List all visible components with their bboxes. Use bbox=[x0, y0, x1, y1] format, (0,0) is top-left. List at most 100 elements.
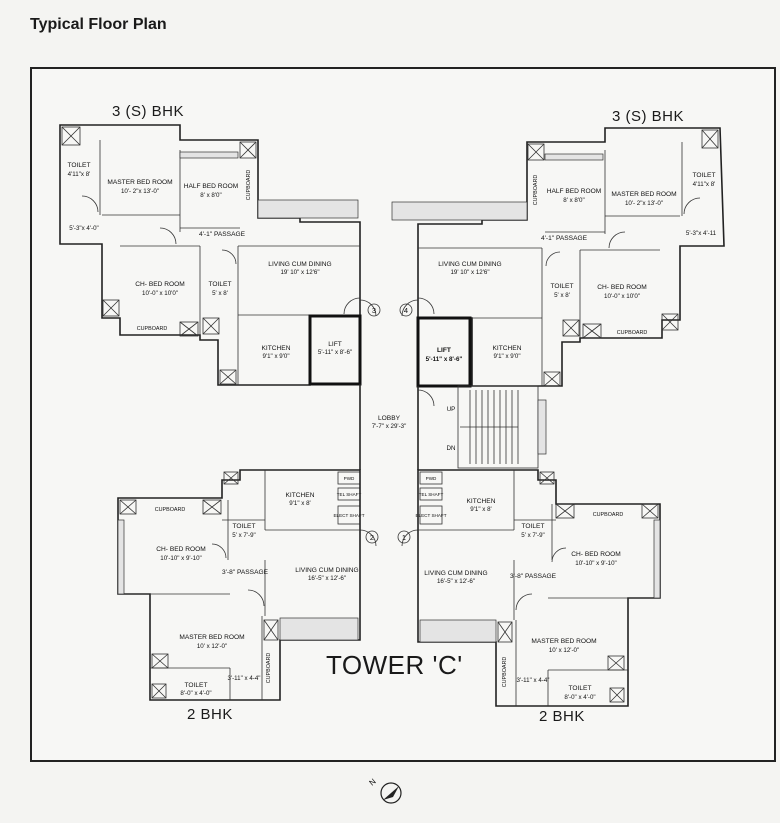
shaft-label: TEL SHAFT bbox=[419, 492, 444, 497]
room-dim: 5'-3"x 4'-11 bbox=[686, 230, 717, 237]
shaft-label: PWD bbox=[344, 476, 355, 481]
room-dim: 10'-0" x 10'0" bbox=[142, 290, 178, 297]
shaft-label: ELECT SHAFT bbox=[415, 513, 446, 518]
stair-up-label: UP bbox=[447, 406, 456, 413]
unit-bottom-left: CUPBOARD KITCHEN 9'1" x 8' TOILET 5' x 7… bbox=[117, 469, 361, 701]
room-label: TOILET bbox=[693, 172, 716, 179]
lift-label: LIFT bbox=[328, 341, 342, 348]
cupboard-label: CUPBOARD bbox=[155, 507, 186, 513]
room-dim: 10'- 2"x 13'-0" bbox=[625, 200, 663, 207]
room-dim: 10'-10" x 9'-10" bbox=[575, 560, 617, 567]
room-label: KITCHEN bbox=[493, 345, 522, 352]
room-label: HALF BED ROOM bbox=[184, 183, 239, 190]
room-label: LIVING CUM DINING bbox=[438, 261, 501, 268]
room-dim: 8'-0" x 4'-0" bbox=[564, 694, 595, 701]
room-label: 4'-1" PASSAGE bbox=[541, 235, 588, 242]
lobby-label: LOBBY bbox=[378, 415, 401, 422]
room-label: KITCHEN bbox=[286, 492, 315, 499]
room-dim: 9'1" x 8' bbox=[470, 506, 491, 513]
room-label: TOILET bbox=[522, 523, 545, 530]
room-label: 3'-8" PASSAGE bbox=[222, 569, 269, 576]
lift-label: LIFT bbox=[437, 347, 451, 354]
room-label: MASTER BED ROOM bbox=[611, 191, 676, 198]
room-dim: 10'-10" x 9'-10" bbox=[160, 555, 202, 562]
room-dim: 4'11"x 8' bbox=[68, 171, 91, 178]
room-dim: 10'-0" x 10'0" bbox=[604, 293, 640, 300]
unit-heading-bottom-right: 2 BHK bbox=[539, 708, 585, 725]
unit-heading-top-left: 3 (S) BHK bbox=[112, 103, 185, 120]
room-dim: 4'11"x 8' bbox=[693, 181, 716, 188]
room-dim: 5' x 7'-9" bbox=[521, 532, 544, 539]
room-label: TOILET bbox=[185, 682, 208, 689]
room-label: LIVING CUM DINING bbox=[424, 570, 487, 577]
lift-left bbox=[308, 314, 362, 386]
room-label: TOILET bbox=[551, 283, 574, 290]
room-label: TOILET bbox=[233, 523, 256, 530]
shaft-label: TEL SHAFT bbox=[337, 492, 362, 497]
core: LIFT 5'-11" x 8'-6" LIFT 5'-11" x 8'-6" … bbox=[308, 297, 547, 547]
unit-heading-top-right: 3 (S) BHK bbox=[612, 108, 685, 125]
room-dim: 19' 10" x 12'6" bbox=[280, 269, 319, 276]
cupboard-label: CUPBOARD bbox=[246, 170, 252, 201]
room-dim: 8' x 8'0" bbox=[200, 192, 221, 199]
room-dim: 10'- 2"x 13'-0" bbox=[121, 188, 159, 195]
room-dim: 8'-0" x 4'-0" bbox=[180, 690, 211, 697]
room-dim: 8' x 8'0" bbox=[563, 197, 584, 204]
room-label: KITCHEN bbox=[467, 498, 496, 505]
room-dim: 9'1" x 9'0" bbox=[262, 353, 289, 360]
lift-dim: 5'-11" x 8'-6" bbox=[426, 356, 463, 363]
lift-right bbox=[416, 316, 472, 388]
page-title: Typical Floor Plan bbox=[30, 16, 167, 33]
room-label: TOILET bbox=[209, 281, 232, 288]
room-dim: 10' x 12'-0" bbox=[549, 647, 579, 654]
cupboard-label: CUPBOARD bbox=[266, 653, 272, 684]
room-dim: 5' x 8' bbox=[554, 292, 570, 299]
room-dim: 16'-5" x 12'-6" bbox=[308, 575, 346, 582]
room-label: MASTER BED ROOM bbox=[179, 634, 244, 641]
cupboard-label: CUPBOARD bbox=[137, 326, 168, 332]
room-label: CH- BED ROOM bbox=[156, 546, 205, 553]
cupboard-label: CUPBOARD bbox=[533, 175, 539, 206]
room-dim: 5' x 7'-9" bbox=[232, 532, 255, 539]
north-arrow-icon: N bbox=[368, 777, 402, 804]
room-dim: 3'-11" x 4-4" bbox=[228, 675, 261, 682]
room-dim: 10' x 12'-0" bbox=[197, 643, 227, 650]
room-label: HALF BED ROOM bbox=[547, 188, 602, 195]
room-dim: 9'1" x 9'0" bbox=[493, 353, 520, 360]
room-dim: 5'-3"x 4'-0" bbox=[69, 225, 98, 232]
shaft-box bbox=[61, 126, 81, 146]
room-label: KITCHEN bbox=[262, 345, 291, 352]
unit-top-right: TOILET 4'11"x 8' MASTER BED ROOM 10'- 2"… bbox=[391, 127, 725, 387]
room-label: LIVING CUM DINING bbox=[268, 261, 331, 268]
room-label: MASTER BED ROOM bbox=[531, 638, 596, 645]
room-label: MASTER BED ROOM bbox=[107, 179, 172, 186]
room-label: CH- BED ROOM bbox=[597, 284, 646, 291]
plan-frame bbox=[30, 67, 776, 762]
room-label: CH- BED ROOM bbox=[571, 551, 620, 558]
room-label: 4'-1" PASSAGE bbox=[199, 231, 246, 238]
unit-heading-bottom-left: 2 BHK bbox=[187, 706, 233, 723]
cupboard-label: CUPBOARD bbox=[617, 330, 648, 336]
room-dim: 16'-5" x 12'-6" bbox=[437, 578, 475, 585]
room-label: LIVING CUM DINING bbox=[295, 567, 358, 574]
flat-number: 3 bbox=[372, 306, 376, 315]
room-dim: 9'1" x 8' bbox=[289, 500, 310, 507]
room-dim: 3'-11" x 4-4" bbox=[517, 677, 550, 684]
cupboard-label: CUPBOARD bbox=[593, 512, 624, 518]
room-label: CH- BED ROOM bbox=[135, 281, 184, 288]
room-dim: 5' x 8' bbox=[212, 290, 228, 297]
room-dim: 19' 10" x 12'6" bbox=[450, 269, 489, 276]
room-label: 3'-8" PASSAGE bbox=[510, 573, 557, 580]
room-label: TOILET bbox=[68, 162, 91, 169]
cupboard-label: CUPBOARD bbox=[502, 657, 508, 688]
tower-label: TOWER 'C' bbox=[326, 650, 463, 680]
lift-dim: 5'-11" x 8'-6" bbox=[318, 349, 352, 356]
shaft-label: PWD bbox=[426, 476, 437, 481]
shaft-label: ELECT SHAFT bbox=[333, 513, 364, 518]
flat-number: 2 bbox=[370, 533, 374, 542]
stair-dn-label: DN bbox=[447, 445, 456, 452]
unit-top-left: TOILET 4'11"x 8' MASTER BED ROOM 10'- 2"… bbox=[59, 124, 377, 386]
north-label: N bbox=[368, 777, 378, 788]
lobby-dim: 7'-7" x 29'-3" bbox=[372, 423, 407, 430]
